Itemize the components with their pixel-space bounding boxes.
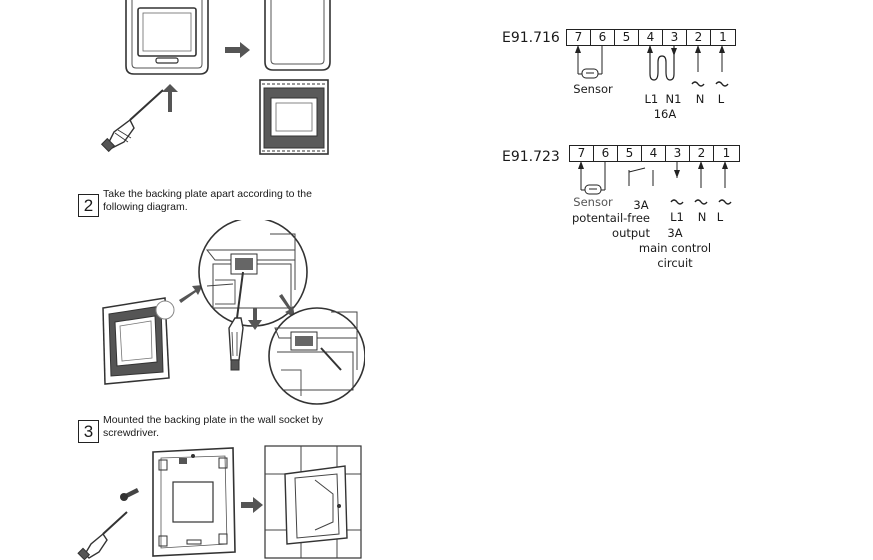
thermostat-base [259,79,329,155]
load-current-label: 16A [653,107,677,121]
screwdriver-1 [100,89,164,153]
terminal-3: 3 [663,30,687,45]
terminal-2: 2 [687,30,711,45]
terminal-3b: 3 [666,146,690,161]
thermostat-cover-removal-illustration [100,0,331,155]
front-cover [264,0,331,71]
thermostat-front [125,0,209,75]
sensor-symbol-2 [578,161,606,195]
step-2-line-1: Take the backing plate apart according t… [103,188,312,200]
l1-label: L1 [670,210,684,224]
model-label-e91-716: E91.716 [502,30,560,46]
wall-socket [264,445,362,559]
terminal-4b: 4 [642,146,666,161]
step-2-line-2: following diagram. [103,201,188,213]
backing-plate-removal-illustration [102,220,365,405]
relay-current-label: 3A [633,198,649,212]
step-number-3: 3 [78,420,99,443]
wiring-lines-e91-723 [578,161,732,205]
terminal-6: 6 [591,30,615,45]
sensor-label-1: Sensor [573,82,613,96]
terminal-block-e91-723: 7 6 5 4 3 2 1 [569,145,740,162]
zoom-detail-1 [198,220,308,327]
terminal-6b: 6 [594,146,618,161]
main-control-label-2: circuit [657,256,693,270]
backing-plate-mounting-illustration [77,445,362,560]
screwdriver-3 [77,511,128,560]
ac-symbol-n2 [694,199,708,205]
l-label-2: L [716,210,724,224]
screw-left [120,488,139,501]
ac-symbol-l1 [670,199,684,205]
ac-symbol-n [691,81,705,87]
relay-contact-symbol [628,167,654,186]
step-3-line-1: Mounted the backing plate in the wall so… [103,414,324,426]
terminal-5: 5 [615,30,639,45]
main-control-label-1: main control [638,241,712,255]
terminal-block-e91-716: 7 6 5 4 3 2 1 [566,29,736,46]
terminal-5b: 5 [618,146,642,161]
step-number-2: 2 [78,194,99,217]
ac-symbol-l [715,81,729,87]
potential-free-label-1: potentail-free [572,211,650,225]
step-2-instruction: Take the backing plate apart according t… [103,188,312,214]
wiring-lines-e91-716 [575,45,729,87]
backing-plate [152,447,236,557]
screwdriver-2 [228,271,244,371]
terminal-1: 1 [719,30,727,44]
sensor-symbol [575,45,603,79]
thermostat-angled [102,297,170,385]
zoom-detail-2 [268,307,365,405]
l1-current-label: 3A [667,226,683,240]
step-3-line-2: screwdriver. [103,427,160,439]
n-label-2: N [697,210,707,224]
terminal-1b: 1 [722,146,731,160]
terminal-7: 7 [567,30,591,45]
terminal-7b: 7 [570,146,594,161]
l-label-1: L [717,92,725,106]
heating-load-symbol [649,45,675,81]
step-3-instruction: Mounted the backing plate in the wall so… [103,414,323,440]
right-arrow-icon-2 [241,497,263,513]
n-label-1: N [695,92,705,106]
ac-symbol-l2 [718,199,732,205]
terminal-4: 4 [639,30,663,45]
terminal-2b: 2 [690,146,714,161]
down-arrow-icon [248,308,262,330]
zoom-arrow-icon [179,285,203,303]
potential-free-label-2: output [612,226,650,240]
diagonal-arrow-icon [279,294,295,318]
l1-n1-label: L1 N1 [644,92,682,106]
right-arrow-icon [225,42,250,58]
up-arrow-icon [162,84,178,112]
sensor-label-2: Sensor [573,195,613,209]
model-label-e91-723: E91.723 [502,149,560,165]
